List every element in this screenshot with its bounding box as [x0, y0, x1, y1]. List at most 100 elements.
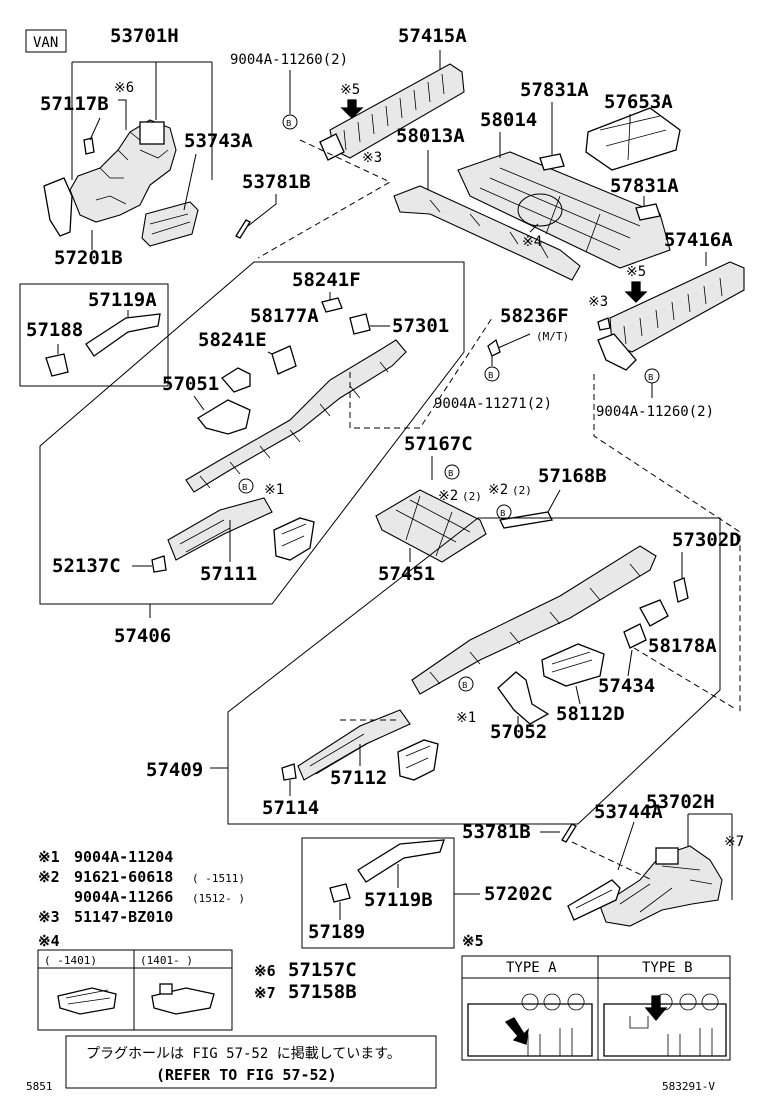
bolt-marker-b-57409	[458, 676, 474, 692]
footer-right-code: 583291-V	[662, 1080, 715, 1093]
note-7-mark: ※7	[254, 984, 276, 1002]
note-7-part: 57158B	[288, 981, 357, 1003]
part-58241E-drawing	[221, 367, 251, 393]
marker-2-57168B: ※2	[488, 482, 508, 498]
front-frame-rail-57406-drawing	[167, 339, 407, 561]
bolt-marker-b-57406-label: B	[242, 483, 248, 492]
label-58236F: 58236F	[500, 305, 569, 327]
label-58014: 58014	[480, 109, 537, 131]
note-2-part-b: 9004A-11266	[74, 888, 173, 906]
label-57831A-mid: 57831A	[610, 175, 679, 197]
label-57117B: 57117B	[40, 93, 109, 115]
part-58241F-drawing	[321, 297, 343, 313]
note-5-type-a-drawing	[467, 993, 593, 1057]
part-57114-drawing	[281, 763, 297, 781]
label-57119A: 57119A	[88, 289, 157, 311]
label-57189: 57189	[308, 921, 365, 943]
note-2-mark: ※2	[38, 868, 60, 886]
rear-floor-pan-drawing	[393, 107, 681, 281]
note-2-range-b: (1512- )	[192, 892, 245, 905]
marker-1-57406: ※1	[264, 482, 284, 498]
marker-5-top: ※5	[340, 82, 360, 98]
part-58178A-drawing	[623, 623, 647, 649]
footer-left-code: 5851	[26, 1080, 53, 1093]
part-58112D-drawing	[541, 643, 605, 687]
label-58236F-note: (M/T)	[536, 330, 569, 343]
label-53743A: 53743A	[184, 130, 253, 152]
part-57302D-drawing	[673, 577, 689, 603]
label-57188: 57188	[26, 319, 83, 341]
bolt-marker-b-right-label: B	[648, 373, 654, 382]
note-5-mark: ※5	[462, 932, 484, 950]
note-3-part: 51147-BZ010	[74, 908, 173, 926]
note-2-range-a: ( -1511)	[192, 872, 245, 885]
label-58177A: 58177A	[250, 305, 319, 327]
front-side-member-assembly-drawing	[43, 119, 199, 247]
label-57112: 57112	[330, 767, 387, 789]
marker-7: ※7	[724, 834, 744, 850]
label-57301: 57301	[392, 315, 449, 337]
bolt-marker-b-58236F	[484, 366, 500, 382]
label-57167C: 57167C	[404, 433, 473, 455]
part-57052-drawing	[497, 671, 550, 725]
label-58013A: 58013A	[396, 125, 465, 147]
note-4-mark: ※4	[38, 932, 60, 950]
label-57831A-top: 57831A	[520, 79, 589, 101]
part-52137C-drawing	[151, 555, 167, 573]
bolt-marker-b-57168B-label: B	[500, 509, 506, 518]
note-5-type-a: TYPE A	[506, 960, 557, 976]
note-4-col2: (1401- )	[140, 954, 193, 967]
label-57114: 57114	[262, 797, 319, 819]
bolt-marker-b-57406	[238, 478, 254, 494]
part-57189-drawing	[329, 883, 351, 903]
note-6-mark: ※6	[254, 962, 276, 980]
arrow-marker-5-right	[624, 281, 648, 303]
bolt-marker-b-top-label: B	[286, 119, 292, 128]
marker-5-right: ※5	[626, 264, 646, 280]
label-57415A: 57415A	[398, 25, 467, 47]
leader-53701H	[71, 61, 213, 180]
part-57119B-drawing	[357, 839, 445, 883]
part-58236F-drawing	[487, 338, 501, 357]
frame-57409	[227, 517, 721, 825]
variant-tag: VAN	[33, 35, 58, 51]
marker-3-right: ※3	[588, 294, 608, 310]
part-57301-drawing	[349, 313, 371, 335]
footer-note-en: (REFER TO FIG 57-52)	[156, 1066, 337, 1084]
rear-side-member-53702H-drawing	[567, 845, 723, 927]
part-57051-bracket-drawing	[271, 345, 297, 375]
note-6-part: 57157C	[288, 959, 357, 981]
note-4-table	[37, 949, 233, 1031]
rear-floor-crossmember-57415A-drawing	[319, 63, 465, 161]
part-53781B-top-drawing	[235, 219, 251, 239]
box-57202C	[301, 837, 455, 949]
leader-53743A	[183, 153, 197, 211]
marker-2-qty-57167C: (2)	[462, 490, 482, 503]
label-57111: 57111	[200, 563, 257, 585]
label-57201B: 57201B	[54, 247, 123, 269]
label-53701H: 53701H	[110, 25, 179, 47]
part-57168B-drawing	[499, 511, 553, 529]
label-58112D: 58112D	[556, 703, 625, 725]
label-9004A-11271-2: 9004A-11271(2)	[434, 396, 552, 412]
note-5-type-b: TYPE B	[642, 960, 693, 976]
label-53781B-top: 53781B	[242, 171, 311, 193]
crossmember-57451-drawing	[375, 489, 487, 563]
label-57653A: 57653A	[604, 91, 673, 113]
note-5-table	[461, 955, 731, 1061]
box-57119A-57188	[19, 283, 169, 387]
label-57051: 57051	[162, 373, 219, 395]
label-57302D: 57302D	[672, 529, 741, 551]
footer-note-box	[65, 1035, 437, 1089]
rear-frame-rail-57409-drawing	[297, 545, 657, 781]
note-3-mark: ※3	[38, 908, 60, 926]
label-57406: 57406	[114, 625, 171, 647]
label-57409: 57409	[146, 759, 203, 781]
label-58241E: 58241E	[198, 329, 267, 351]
leader-57117B	[89, 99, 127, 141]
bolt-marker-b-57167C	[444, 464, 460, 480]
note-1-part: 9004A-11204	[74, 848, 173, 866]
label-9004A-11260-2-right: 9004A-11260(2)	[596, 404, 714, 420]
bolt-marker-b-top	[282, 114, 298, 130]
footer-note-jp: プラグホールは FIG 57-52 に掲載しています。	[86, 1046, 401, 1062]
